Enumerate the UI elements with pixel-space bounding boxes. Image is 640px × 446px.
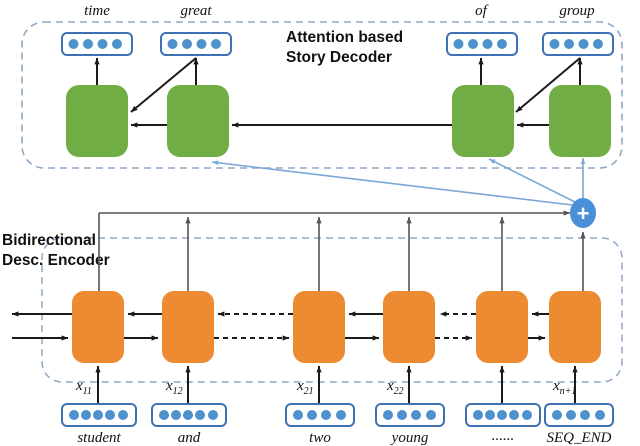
input-embedding-and — [151, 403, 227, 427]
decoder-embedding-great — [160, 32, 232, 56]
encoder-token-labels: x11 x12 x21 x22 xn+1 — [75, 378, 576, 397]
input-embedding-ellipsis — [465, 403, 541, 427]
input-embedding-young — [375, 403, 445, 427]
attention-edge-to-cell-1 — [211, 160, 573, 206]
encoder-state-feeds — [185, 216, 586, 291]
plus-node: + — [570, 198, 596, 228]
decoder-panel: Attention based Story Decoder — [21, 21, 623, 169]
encoder-panel-border — [41, 237, 623, 383]
encoder-input-embeddings — [61, 403, 614, 427]
decoder-cell-2 — [167, 85, 229, 157]
encoder-title-line2: Desc. Encoder — [2, 252, 110, 269]
input-word-and: and — [178, 430, 201, 446]
decoder-embedding-of — [446, 32, 518, 56]
decoder-outputs: time great of group — [61, 3, 614, 56]
token-label-1: x11 — [75, 378, 92, 397]
decoder-feedback-arrows — [130, 57, 581, 113]
decoder-cell-1 — [66, 85, 128, 157]
decoder-cell-4 — [549, 85, 611, 157]
encoder-title-line1: Bidirectional — [2, 232, 96, 249]
input-word-seq-end: SEQ_END — [547, 430, 612, 446]
decoder-embedding-time — [61, 32, 133, 56]
encoder-cell-3 — [293, 291, 345, 363]
encoder-cell-6 — [549, 291, 601, 363]
plus-node-symbol: + — [577, 201, 590, 226]
encoder-cell-1 — [72, 291, 124, 363]
token-label-6: xn+1 — [552, 378, 576, 397]
encoder-cell-5 — [476, 291, 528, 363]
token-label-3: x21 — [296, 378, 314, 397]
input-word-ellipsis: ...... — [492, 428, 515, 444]
encoder-summation-bus — [98, 210, 571, 291]
decoder-title-line2: Story Decoder — [286, 49, 392, 66]
input-embedding-two — [285, 403, 355, 427]
decoder-panel-border — [21, 21, 623, 169]
decoder-word-group: group — [559, 3, 595, 19]
token-label-2: x12 — [165, 378, 183, 397]
encoder-panel: Bidirectional Desc. Encoder — [2, 232, 623, 383]
decoder-cell-3 — [452, 85, 514, 157]
input-word-student: student — [77, 430, 121, 446]
decoder-title-line1: Attention based — [286, 29, 403, 46]
decoder-cells — [66, 85, 611, 157]
input-word-young: young — [390, 430, 429, 446]
input-embedding-student — [61, 403, 137, 427]
encoder-cell-4 — [383, 291, 435, 363]
plus-node-circle — [570, 198, 596, 228]
attention-edges — [211, 157, 586, 206]
input-word-two: two — [309, 430, 331, 446]
decoder-word-time: time — [84, 3, 110, 19]
decoder-output-arrows — [94, 57, 583, 85]
decoder-word-great: great — [180, 3, 212, 19]
encoder-cell-2 — [162, 291, 214, 363]
encoder-cells — [72, 291, 601, 363]
decoder-word-of: of — [475, 3, 489, 19]
input-embedding-seq-end — [544, 403, 614, 427]
attention-edge-to-cell-3 — [488, 158, 576, 203]
encoder-word-labels: student and two young ...... SEQ_END — [77, 428, 611, 446]
token-label-4: x22 — [386, 378, 404, 397]
encoder-input-arrows — [95, 365, 578, 404]
decoder-embedding-group — [542, 32, 614, 56]
